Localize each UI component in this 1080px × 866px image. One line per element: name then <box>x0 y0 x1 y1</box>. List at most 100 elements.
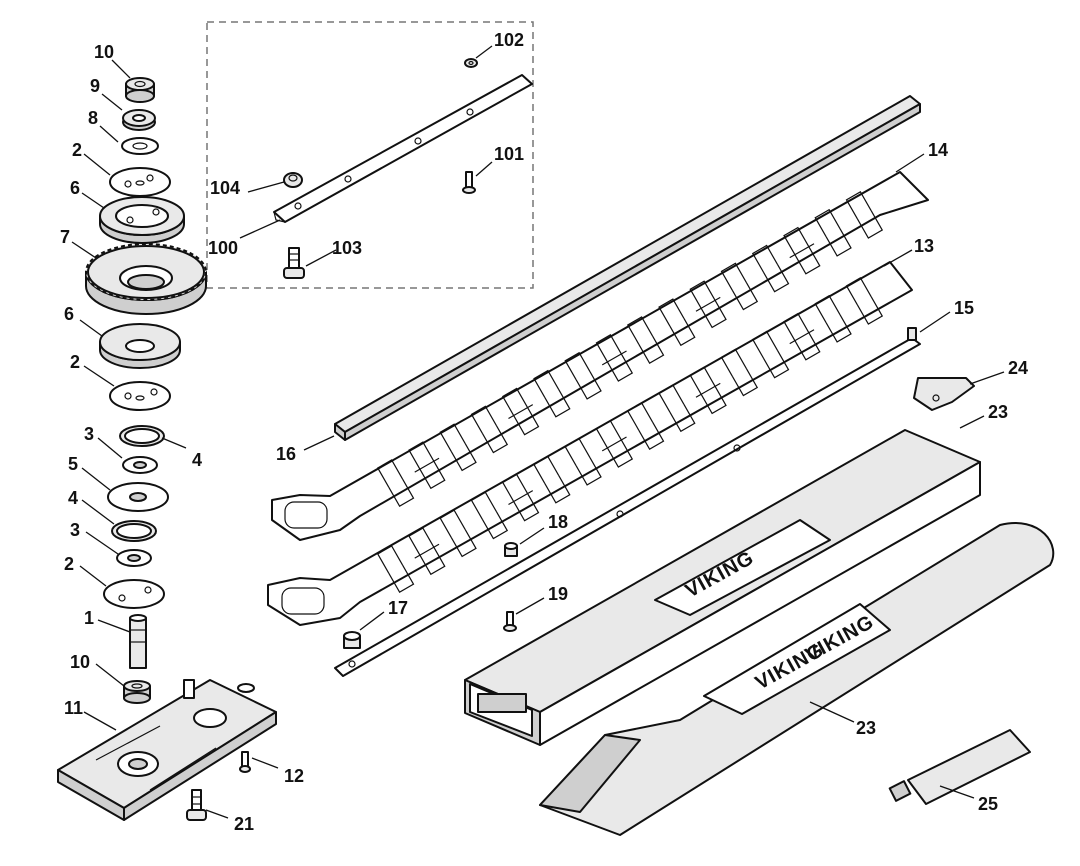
gear-part <box>85 243 207 315</box>
blade-slot <box>508 490 534 506</box>
callout-8: 8 <box>88 108 98 128</box>
blade-tooth <box>388 478 415 507</box>
callout-23: 23 <box>856 718 876 738</box>
blade-tooth <box>720 348 747 377</box>
blade-tooth <box>689 280 716 309</box>
grease-tube-part <box>888 729 1031 805</box>
callout-labels: 10 9 8 2 6 7 6 2 3 4 5 4 3 2 1 10 11 12 … <box>60 30 1028 834</box>
blade-tooth <box>658 298 685 327</box>
blade-tooth <box>575 457 602 486</box>
blade-tooth <box>814 294 841 324</box>
blade-tooth <box>856 296 884 325</box>
blade-tooth <box>408 527 435 556</box>
blade-slot <box>414 543 440 559</box>
blade-slot <box>601 350 627 366</box>
blade-tooth <box>501 387 529 416</box>
callout-25: 25 <box>978 794 998 814</box>
callout-7: 7 <box>60 227 70 247</box>
callout-5: 5 <box>68 454 78 474</box>
blade-tooth <box>513 493 540 522</box>
callout-102: 102 <box>494 30 524 50</box>
blade-tooth <box>794 332 821 361</box>
callout-2: 2 <box>64 554 74 574</box>
blade-tooth <box>606 439 634 468</box>
ring-part <box>119 425 165 447</box>
callout-101: 101 <box>494 144 524 164</box>
blade-tooth <box>439 509 466 538</box>
blade-tooth <box>544 389 571 418</box>
blade-tooth <box>825 314 852 343</box>
bracket-part <box>913 377 975 411</box>
blade-tooth <box>783 312 810 341</box>
blade-tooth <box>700 386 727 415</box>
blade-tooth <box>763 350 790 379</box>
callout-1: 1 <box>84 608 94 628</box>
blade-tooth <box>376 459 404 488</box>
blade-slot <box>789 243 815 259</box>
blade-tooth <box>689 366 716 395</box>
dish-part <box>107 482 169 512</box>
screw-part <box>283 247 305 279</box>
disc-part <box>99 323 181 369</box>
blade-tooth <box>763 264 790 293</box>
blade-tooth <box>388 564 415 593</box>
ring-part <box>111 520 157 542</box>
blade-tooth <box>376 545 404 574</box>
blade-tooth <box>544 475 571 504</box>
blade-tooth <box>564 351 591 381</box>
blade-tooth <box>533 455 560 484</box>
blade-tooth <box>638 335 665 364</box>
callout-104: 104 <box>210 178 240 198</box>
blade-tooth <box>751 244 779 273</box>
rail-part <box>334 327 921 677</box>
callout-4: 4 <box>192 450 202 470</box>
blade-tooth <box>626 316 654 345</box>
blade-cover-sleeve-part <box>539 522 1055 836</box>
callout-103: 103 <box>332 238 362 258</box>
blade-tooth <box>450 443 477 472</box>
disc-part <box>99 196 185 244</box>
callout-4: 4 <box>68 488 78 508</box>
blade-tooth <box>751 330 779 359</box>
blade-tooth <box>513 407 540 436</box>
plate-part <box>109 167 171 197</box>
callout-21: 21 <box>234 814 254 834</box>
blade-tooth <box>720 262 747 291</box>
blade-tooth <box>595 420 622 449</box>
callout-19: 19 <box>548 584 568 604</box>
blade-tooth <box>419 546 446 576</box>
blade-tooth <box>481 511 509 540</box>
blade-tooth <box>470 405 497 434</box>
blade-slot <box>414 457 440 473</box>
blade-tooth <box>825 228 852 257</box>
blade-tooth <box>731 282 759 311</box>
blade-slot <box>695 382 721 398</box>
blade-tooth <box>481 425 509 454</box>
callout-11: 11 <box>64 698 83 718</box>
screw-part <box>462 171 476 194</box>
callout-6: 6 <box>70 178 80 198</box>
callout-2: 2 <box>70 352 80 372</box>
callout-6: 6 <box>64 304 74 324</box>
blade-tooth <box>731 368 759 397</box>
guide-rail-part <box>334 95 921 441</box>
blade-tooth <box>575 371 602 400</box>
callout-2: 2 <box>72 140 82 160</box>
callout-100: 100 <box>208 238 238 258</box>
callout-16: 16 <box>276 444 296 464</box>
shaft-part <box>129 614 147 669</box>
spacer-part <box>343 631 361 649</box>
flat-bar-part <box>273 74 533 223</box>
callout-3: 3 <box>70 520 80 540</box>
callout-15: 15 <box>954 298 974 318</box>
washer-part <box>122 456 158 474</box>
bearing-part <box>123 680 151 704</box>
nut-part <box>283 172 303 188</box>
leader-lines <box>71 45 1005 819</box>
callout-17: 17 <box>388 598 408 618</box>
screw-part <box>503 611 517 632</box>
blade-tooth <box>533 369 560 398</box>
washer-part <box>116 549 152 567</box>
callout-18: 18 <box>548 512 568 532</box>
blade-tooth <box>626 402 654 431</box>
